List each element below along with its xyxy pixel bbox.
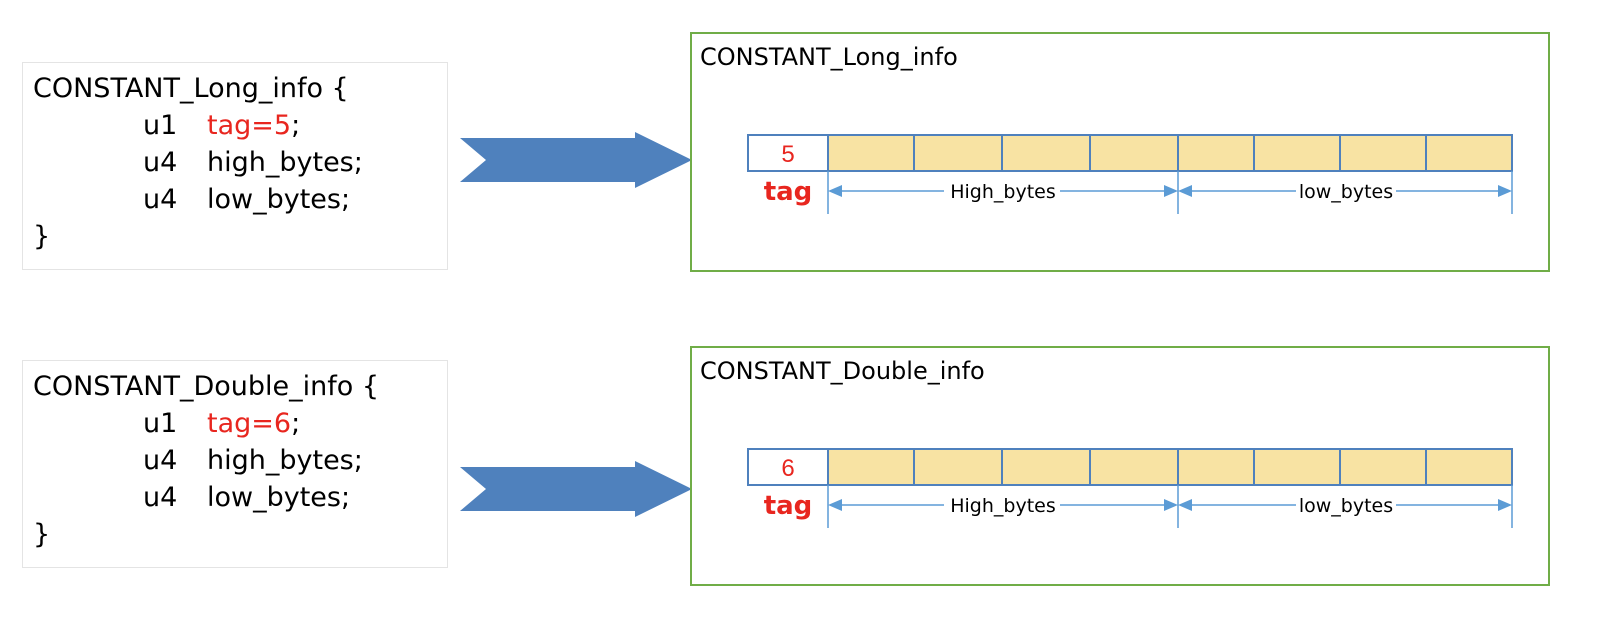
high-name: high_bytes; xyxy=(207,147,363,178)
tag-value-text: 6 xyxy=(781,455,794,482)
high-bytes-dimension: High_bytes xyxy=(828,181,1178,203)
high-bytes-label: High_bytes xyxy=(950,181,1056,203)
diagram-title: CONSTANT_Double_info xyxy=(700,357,985,385)
low-bytes-dimension: low_bytes xyxy=(1178,495,1512,517)
dimension-ticks xyxy=(827,485,1513,528)
tag-value-text: 5 xyxy=(781,141,794,168)
tag-type: u1 xyxy=(143,408,178,439)
low-name: low_bytes; xyxy=(207,184,351,215)
diagram-long-info: CONSTANT_Long_info 5 tag High_bytes xyxy=(690,32,1550,272)
byte-cell xyxy=(1425,134,1513,172)
byte-cell xyxy=(827,134,915,172)
code-block-double-info: CONSTANT_Double_info { u1 tag=6; u4 high_b… xyxy=(22,360,448,568)
high-name: high_bytes; xyxy=(207,445,363,476)
tag-semicolon: ; xyxy=(291,408,301,439)
byte-cell xyxy=(913,134,1003,172)
high-bytes-field: u4 high_bytes; xyxy=(143,445,363,477)
tag-cell xyxy=(747,134,829,172)
high-bytes-field: u4 high_bytes; xyxy=(143,147,363,179)
high-type: u4 xyxy=(143,445,178,476)
code-block-long-info: CONSTANT_Long_info { u1 tag=5; u4 high_byt… xyxy=(22,62,448,270)
tag-label: tag xyxy=(764,491,813,521)
struct-header: CONSTANT_Long_info { xyxy=(33,73,349,104)
diagram-double-info: CONSTANT_Double_info 6 tag High_bytes xyxy=(690,346,1550,586)
low-type: u4 xyxy=(143,184,178,215)
high-bytes-label: High_bytes xyxy=(950,495,1056,517)
tag-cell xyxy=(747,448,829,486)
byte-cell xyxy=(1339,134,1427,172)
tag-value: tag=6 xyxy=(207,408,292,439)
low-bytes-label: low_bytes xyxy=(1299,181,1393,203)
low-bytes-field: u4 low_bytes; xyxy=(143,184,350,216)
low-type: u4 xyxy=(143,482,178,513)
dimension-ticks xyxy=(827,171,1513,214)
tag-label: tag xyxy=(764,177,813,207)
low-bytes-field: u4 low_bytes; xyxy=(143,482,350,514)
tag-value: tag=5 xyxy=(207,110,292,141)
struct-close: } xyxy=(33,519,51,550)
byte-cell xyxy=(913,448,1003,486)
byte-cell xyxy=(1425,448,1513,486)
byte-cell xyxy=(1177,448,1255,486)
byte-cell xyxy=(1253,134,1341,172)
byte-cell xyxy=(1177,134,1255,172)
tag-type: u1 xyxy=(143,110,178,141)
low-bytes-label: low_bytes xyxy=(1299,495,1393,517)
byte-cell xyxy=(1253,448,1341,486)
byte-cell xyxy=(827,448,915,486)
diagram-title: CONSTANT_Long_info xyxy=(700,43,958,71)
struct-header: CONSTANT_Double_info { xyxy=(33,371,380,402)
byte-cell xyxy=(1001,448,1091,486)
right-arrow-icon xyxy=(460,132,692,188)
high-type: u4 xyxy=(143,147,178,178)
tag-semicolon: ; xyxy=(291,110,301,141)
byte-cell xyxy=(1339,448,1427,486)
byte-cell xyxy=(1089,134,1179,172)
low-bytes-dimension: low_bytes xyxy=(1178,181,1512,203)
tag-field: u1 tag=6; xyxy=(143,408,300,440)
high-bytes-dimension: High_bytes xyxy=(828,495,1178,517)
low-name: low_bytes; xyxy=(207,482,351,513)
byte-layout: 5 tag High_bytes low_bytes xyxy=(747,134,1513,214)
right-arrow-icon xyxy=(460,461,692,517)
byte-cell xyxy=(1001,134,1091,172)
byte-cell xyxy=(1089,448,1179,486)
struct-close: } xyxy=(33,221,51,252)
byte-layout: 6 tag High_bytes low_bytes xyxy=(747,448,1513,528)
tag-field: u1 tag=5; xyxy=(143,110,300,142)
